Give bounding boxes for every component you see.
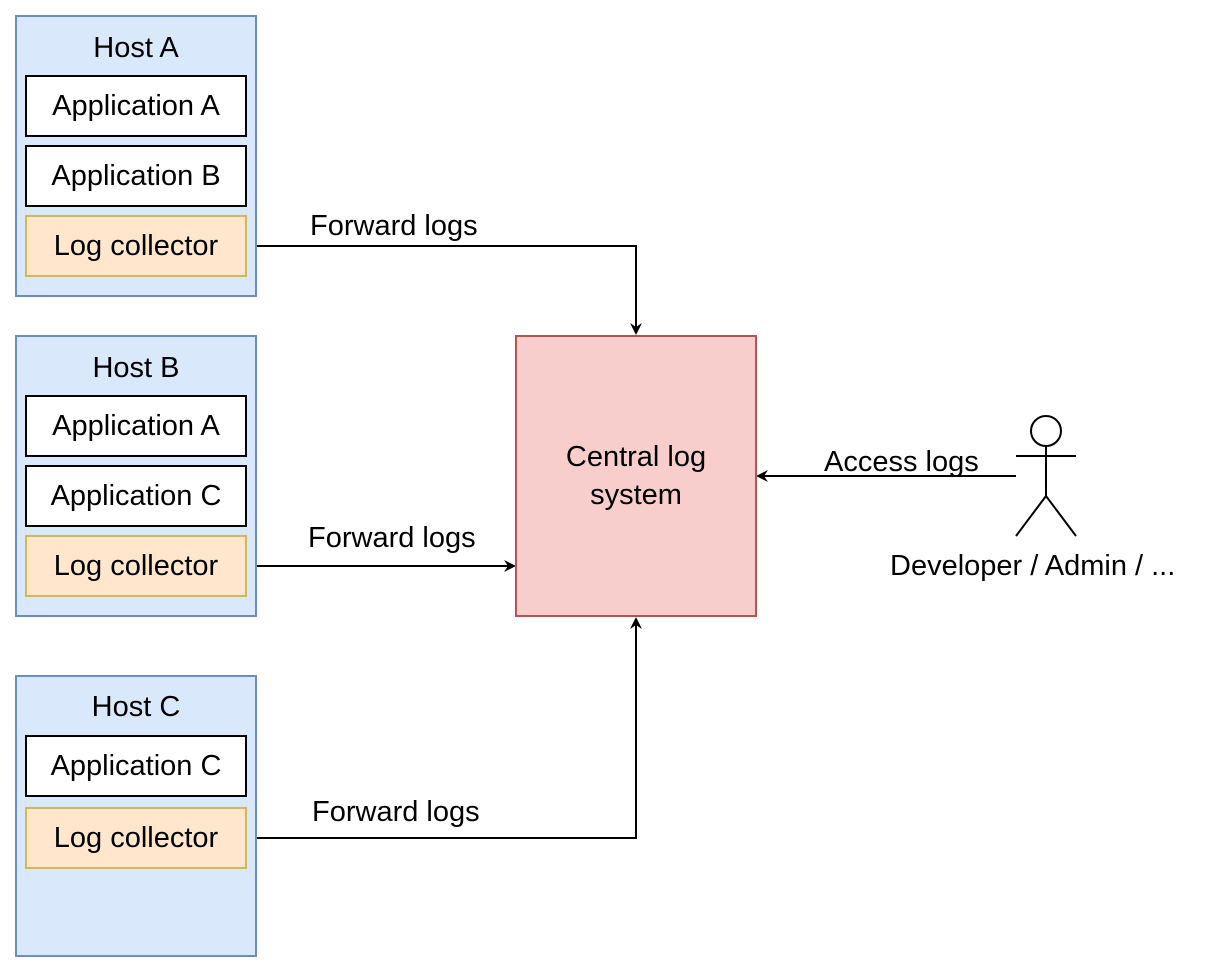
actor-icon — [1015, 415, 1077, 537]
log-collector-box: Log collector — [25, 215, 247, 277]
log-collector-box: Log collector — [25, 535, 247, 597]
host-title: Host C — [91, 691, 181, 723]
host-title: Host A — [93, 32, 179, 64]
edge-label-forward-c: Forward logs — [312, 796, 480, 828]
log-collector-box: Log collector — [25, 807, 247, 869]
edge-label-forward-a: Forward logs — [310, 210, 478, 242]
application-box: Application C — [25, 465, 247, 527]
application-box: Application B — [25, 145, 247, 207]
central-log-system-label: Central log system — [565, 441, 707, 511]
edge-label-forward-b: Forward logs — [308, 522, 476, 554]
actor-label: Developer / Admin / ... — [890, 550, 1176, 582]
application-box: Application A — [25, 75, 247, 137]
host-title: Host B — [92, 352, 180, 384]
edge-forward-c — [246, 617, 642, 839]
central-log-system: Central log system — [515, 335, 757, 617]
application-box: Application A — [25, 395, 247, 457]
edge-forward-a — [246, 245, 642, 335]
edge-label-access: Access logs — [824, 446, 979, 478]
application-box: Application C — [25, 735, 247, 797]
